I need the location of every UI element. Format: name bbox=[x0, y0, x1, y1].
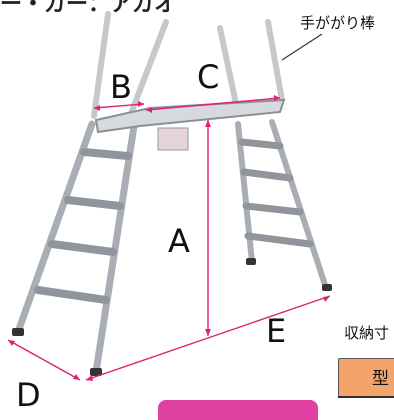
front-rungs bbox=[34, 148, 132, 304]
table-divider bbox=[338, 396, 394, 398]
dimension-label-e: E bbox=[266, 312, 287, 350]
dimension-label-a: A bbox=[168, 222, 190, 260]
ladder-feet bbox=[12, 258, 332, 376]
platform-label-plate bbox=[157, 127, 189, 151]
handrail-label: 手ががり棒 bbox=[300, 14, 376, 32]
bottom-banner bbox=[158, 400, 318, 420]
dimension-label-b: B bbox=[110, 68, 132, 106]
ladder-illustration bbox=[7, 11, 332, 381]
top-caption: ー・ガー：アガオ bbox=[0, 0, 177, 17]
dimension-label-d: D bbox=[16, 376, 41, 414]
storage-size-label: 収納寸 bbox=[344, 324, 390, 342]
handrail-poles bbox=[91, 11, 285, 119]
dimension-label-c: C bbox=[197, 58, 220, 96]
back-rungs bbox=[238, 138, 314, 248]
model-header-label: 型 bbox=[372, 369, 389, 389]
model-header-cell bbox=[338, 358, 394, 397]
handrail-pointer-line bbox=[281, 33, 323, 61]
dimension-arrowheads bbox=[8, 95, 330, 381]
dimension-lines bbox=[7, 97, 331, 381]
